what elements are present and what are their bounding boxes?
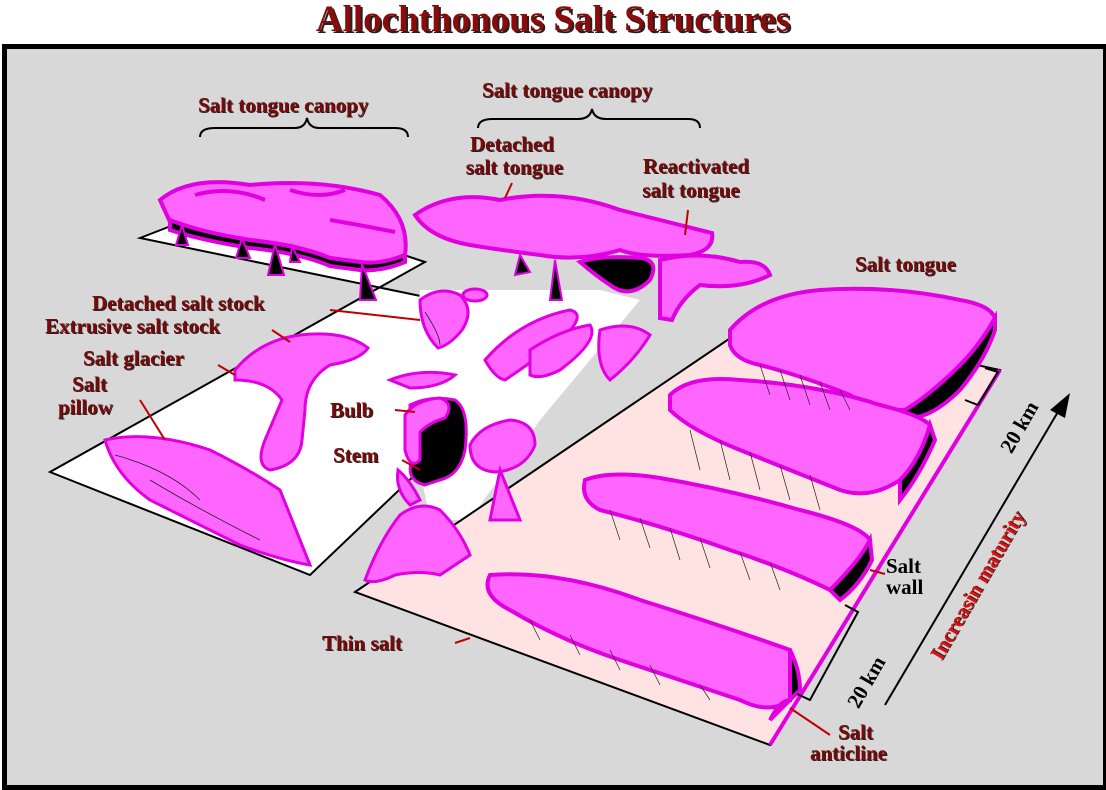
label-detached-tongue-1: Detached bbox=[470, 132, 554, 156]
salt-glacier bbox=[233, 332, 371, 472]
label-reactivated-2: salt tongue bbox=[642, 178, 740, 202]
label-salt-anticline-1: Salt bbox=[838, 720, 874, 744]
left-canopy bbox=[157, 180, 408, 301]
label-salt-wall-2: wall bbox=[886, 575, 924, 599]
scale-bar-upper bbox=[964, 367, 1000, 407]
bulb-stem bbox=[396, 396, 468, 507]
label-detached-tongue-2: salt tongue bbox=[465, 155, 564, 179]
label-extrusive-stock: Extrusive salt stock bbox=[45, 314, 220, 338]
middle-extrusions bbox=[385, 308, 652, 522]
salt-walls bbox=[485, 286, 998, 722]
label-canopy-left: Salt tongue canopy bbox=[198, 93, 369, 117]
wall-hatching bbox=[529, 364, 851, 701]
brace-left bbox=[199, 117, 409, 138]
right-canopy bbox=[412, 193, 773, 323]
label-bulb: Bulb bbox=[330, 398, 374, 422]
right-panel-edge bbox=[768, 368, 1002, 747]
label-salt-tongue: Salt tongue bbox=[855, 252, 956, 276]
page-title: Allochthonous Salt Structures bbox=[315, 0, 791, 40]
label-salt-wall-1: Salt bbox=[886, 554, 922, 578]
detached-salt-stock-small bbox=[461, 287, 489, 303]
front-glacier bbox=[363, 504, 472, 584]
salt-pillow bbox=[103, 435, 313, 567]
label-reactivated-1: Reactivated bbox=[642, 154, 750, 178]
label-salt-pillow-2: pillow bbox=[58, 395, 113, 419]
label-detached-stock: Detached salt stock bbox=[92, 291, 265, 315]
scale-bar-lower bbox=[796, 604, 860, 702]
label-salt-pillow-1: Salt bbox=[72, 372, 108, 396]
label-thin-salt: Thin salt bbox=[322, 631, 402, 655]
label-salt-anticline-2: anticline bbox=[810, 741, 887, 765]
brace-right bbox=[477, 108, 701, 129]
maturity-arrow-line bbox=[884, 404, 1063, 706]
detached-salt-stock bbox=[418, 289, 470, 350]
leader-lines bbox=[139, 182, 886, 736]
maturity-arrow-head bbox=[1050, 393, 1070, 418]
label-stem: Stem bbox=[333, 443, 379, 467]
label-salt-glacier: Salt glacier bbox=[83, 346, 184, 370]
label-canopy-right: Salt tongue canopy bbox=[482, 78, 653, 102]
